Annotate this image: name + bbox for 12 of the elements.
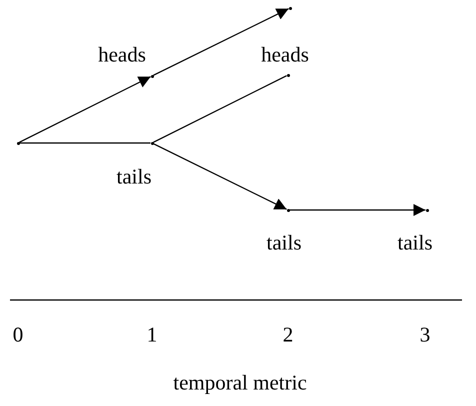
- branch-point: [16, 142, 20, 144]
- branch-point: [150, 142, 154, 144]
- arrow: [153, 8, 289, 76]
- branch-point: [286, 208, 290, 212]
- branch-point: [150, 74, 154, 78]
- arrow: [290, 204, 426, 216]
- arrow: [153, 143, 287, 210]
- axis-title: temporal metric: [172, 372, 308, 394]
- branch-point: [426, 208, 428, 212]
- branch-point: [288, 6, 292, 10]
- arrow: [19, 76, 151, 143]
- branch-point: [286, 74, 290, 76]
